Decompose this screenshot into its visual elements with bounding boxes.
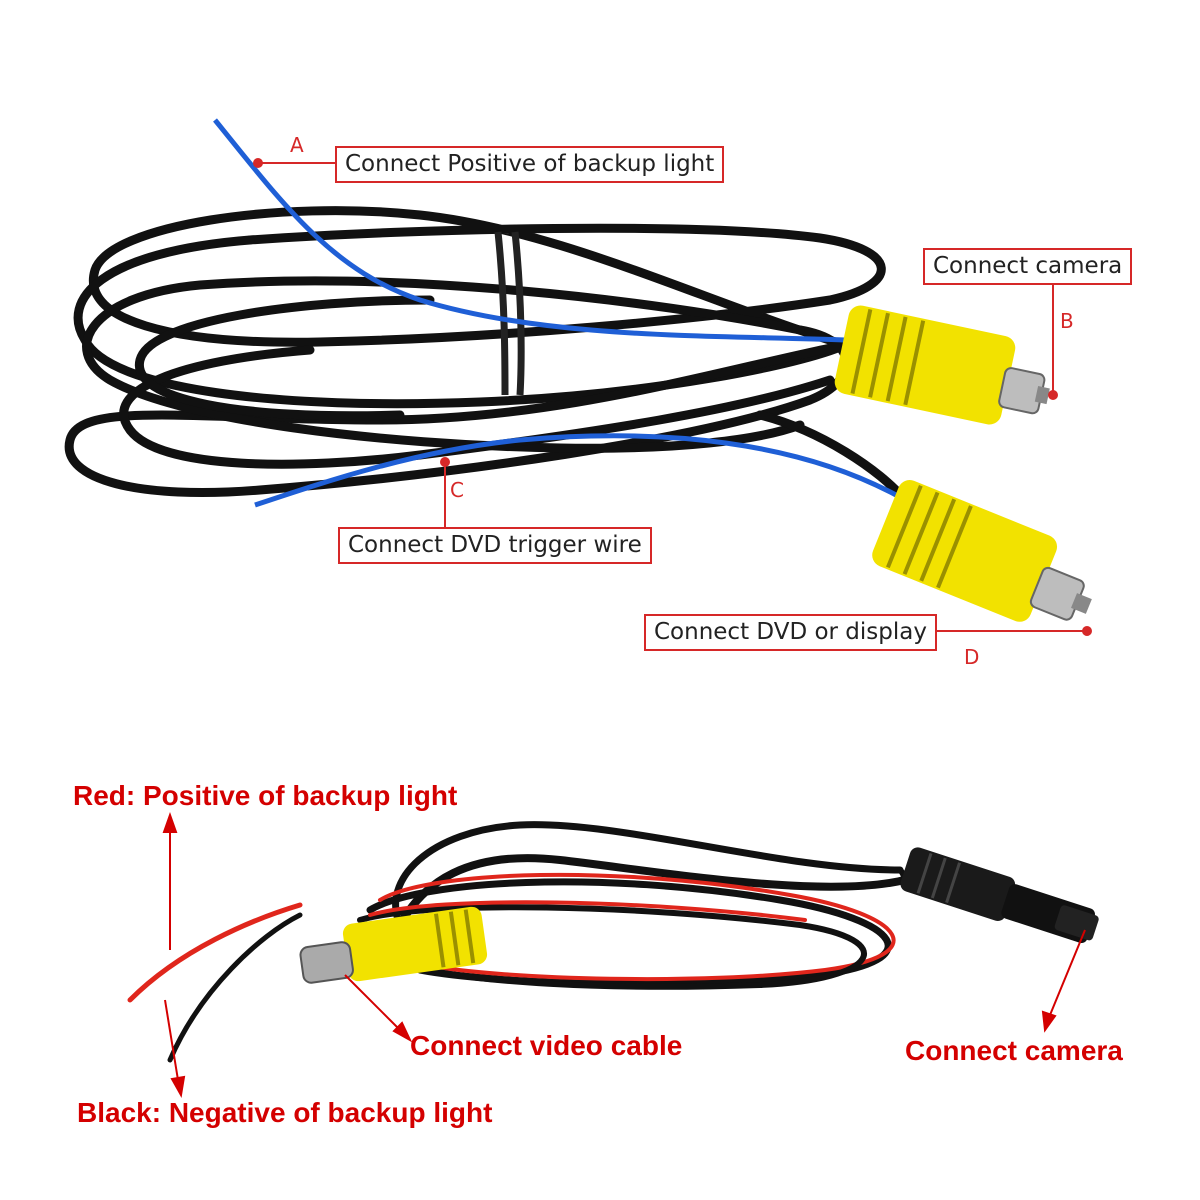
zip-tie <box>494 231 525 396</box>
callout-dvd-or-display: Connect DVD or display <box>644 614 937 651</box>
label-connect-camera: Connect camera <box>905 1035 1123 1066</box>
label-black-negative: Black: Negative of backup light <box>77 1097 493 1128</box>
rca-connector-b <box>834 305 1050 425</box>
rca-female-connector <box>299 906 488 984</box>
bottom-arrows <box>162 811 1086 1098</box>
rca-connector-d <box>872 480 1092 622</box>
blue-wire-c <box>254 433 907 508</box>
callout-leaders <box>253 158 1092 636</box>
label-red-positive: Red: Positive of backup light <box>73 780 458 811</box>
callout-letter-a: A <box>290 133 304 157</box>
bottom-cable-coil <box>127 821 909 1063</box>
callout-positive-backup-light: Connect Positive of backup light <box>335 146 725 183</box>
callout-connect-camera: Connect camera <box>923 248 1133 285</box>
label-connect-video-cable: Connect video cable <box>410 1030 683 1061</box>
callout-letter-b: B <box>1060 309 1074 333</box>
blue-wire-a <box>213 118 846 343</box>
four-pin-connector <box>900 847 1099 944</box>
top-cable-coil <box>64 206 910 505</box>
callout-letter-c: C <box>450 478 464 502</box>
callout-letter-d: D <box>964 645 980 669</box>
callout-dvd-trigger-wire: Connect DVD trigger wire <box>338 527 652 564</box>
